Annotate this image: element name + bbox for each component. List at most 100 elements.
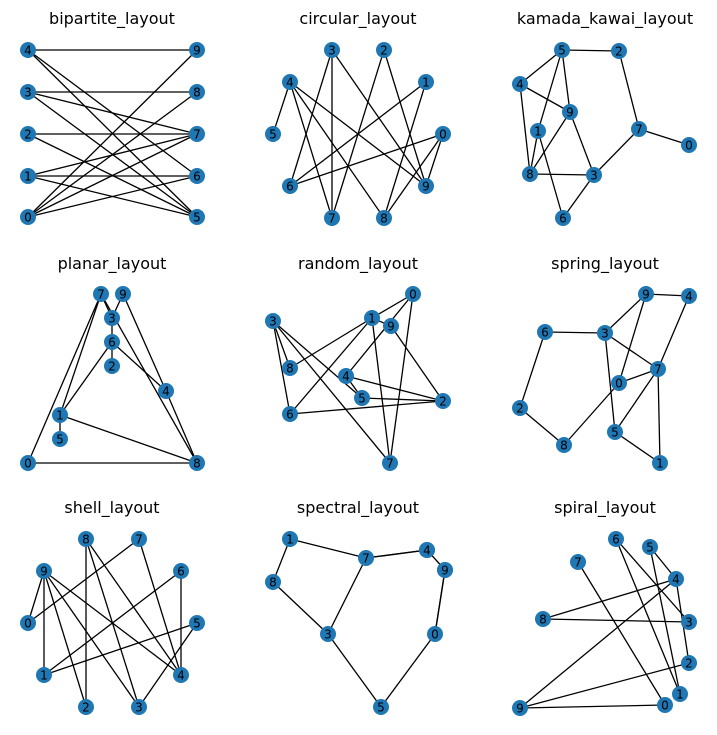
circular-layout-node-label-0: 0 [439,128,447,142]
spiral-layout-node-label-2: 2 [685,657,693,671]
shell-layout-node-label-9: 9 [40,565,48,579]
circular-layout-node-label-4: 4 [286,76,294,90]
kamada-kawai-layout-edge-3-6 [562,174,595,219]
planar-layout-edge-7-1 [59,293,102,416]
shell-layout-node-3 [131,699,147,715]
spring-layout-node-label-9: 9 [642,288,650,302]
planar-layout-node-8 [189,455,205,471]
kamada-kawai-layout-node-7 [631,121,647,137]
circular-layout-node-0 [435,126,451,142]
circular-layout-node-label-8: 8 [380,212,388,226]
planar-layout-node-label-3: 3 [108,312,116,326]
spectral-layout-edge-9-0 [434,569,446,635]
shell-layout-edge-7-4 [138,538,182,676]
planar-layout-node-3 [104,310,120,326]
spiral-layout-edge-7-0 [577,561,666,706]
spiral-layout-node-label-7: 7 [574,556,582,570]
random-layout-node-3 [265,313,281,329]
spectral-layout-node-5 [373,699,389,715]
spiral-layout-node-7 [570,554,586,570]
spring-layout-node-9 [638,286,654,302]
spectral-layout-node-label-7: 7 [362,552,370,566]
spring-layout-edge-7-1 [657,368,661,464]
random-layout-node-7 [382,455,398,471]
circular-layout-node-label-3: 3 [328,44,336,58]
bipartite-layout-node-9 [189,42,205,58]
spring-layout-node-label-3: 3 [601,327,609,341]
spring-layout-node-4 [681,288,697,304]
spectral-layout-node-label-5: 5 [377,701,385,715]
spring-layout-node-6 [537,324,553,340]
spiral-layout-node-1 [672,686,688,702]
random-layout-node-8 [282,360,298,376]
kamada-kawai-layout-node-label-9: 9 [566,106,574,120]
planar-layout-node-label-7: 7 [97,288,105,302]
random-layout-edge-4-2 [345,375,444,402]
shell-layout-node-label-5: 5 [193,617,201,631]
random-layout-edge-9-2 [390,325,444,402]
spring-layout-edge-8-0 [563,382,620,446]
kamada-kawai-layout-node-label-2: 2 [615,45,623,59]
kamada-kawai-layout-node-label-4: 4 [516,78,524,92]
circular-layout-node-label-9: 9 [422,180,430,194]
spring-layout-edge-6-3 [544,331,606,334]
random-layout-node-4 [338,368,354,384]
spring-layout-node-label-4: 4 [685,290,693,304]
circular-layout-edge-0-9 [425,133,444,187]
circular-layout-node-label-7: 7 [328,212,336,226]
planar-layout-node-label-8: 8 [193,457,201,471]
spectral-layout-node-label-9: 9 [441,564,449,578]
spring-layout-edge-4-7 [657,295,690,370]
planar-layout-node-0 [20,455,36,471]
random-layout-node-label-7: 7 [386,457,394,471]
bipartite-layout-node-2 [20,126,36,142]
panel-title-bipartite: bipartite_layout [49,9,175,29]
bipartite-layout-node-label-2: 2 [24,128,32,142]
kamada-kawai-layout-node-label-5: 5 [558,44,566,58]
random-layout-node-label-2: 2 [439,395,447,409]
panel-title-spectral: spectral_layout [297,498,419,518]
kamada-kawai-layout-node-1 [530,123,546,139]
spiral-layout-node-label-9: 9 [516,702,524,716]
spectral-layout-node-8 [265,574,281,590]
shell-layout-node-4 [173,667,189,683]
kamada-kawai-layout-edge-4-9 [519,83,571,113]
kamada-kawai-layout-node-6 [555,210,571,226]
spiral-layout-node-label-0: 0 [661,699,669,713]
spiral-layout-node-label-5: 5 [646,541,654,555]
planar-layout-node-label-5: 5 [56,433,64,447]
spring-layout-edge-5-1 [614,431,661,464]
planar-layout-edge-7-0 [27,293,102,464]
shell-layout-node-label-0: 0 [24,617,32,631]
circular-layout-node-label-5: 5 [269,128,277,142]
shell-layout-node-label-2: 2 [82,701,90,715]
bipartite-layout-node-4 [20,42,36,58]
kamada-kawai-layout-node-2 [611,43,627,59]
spectral-layout-node-4 [419,542,435,558]
shell-layout-edge-7-0 [27,538,140,624]
circular-layout-node-4 [282,74,298,90]
spiral-layout-edge-5-1 [649,546,681,695]
kamada-kawai-layout-edge-4-5 [519,49,563,85]
shell-layout-node-9 [36,563,52,579]
planar-layout-node-5 [52,431,68,447]
spring-layout-node-1 [652,455,668,471]
bipartite-layout-node-0 [20,209,36,225]
circular-layout-edge-4-5 [272,81,291,135]
circular-layout-node-label-1: 1 [422,76,430,90]
spectral-layout-edge-3-7 [327,557,367,635]
panel-title-shell: shell_layout [64,498,159,518]
spiral-layout-edge-4-8 [542,578,677,620]
random-layout-node-9 [383,318,399,334]
kamada-kawai-layout-edge-9-3 [569,111,595,176]
spectral-layout-node-0 [427,626,443,642]
planar-layout-edge-4-6 [111,341,167,392]
spring-layout-node-3 [597,325,613,341]
spectral-layout-node-9 [437,562,453,578]
planar-layout-node-label-1: 1 [56,409,64,423]
kamada-kawai-layout-edge-7-0 [638,128,690,146]
spiral-layout-node-label-6: 6 [612,533,620,547]
bipartite-layout-node-label-4: 4 [24,44,32,58]
circular-layout-node-2 [376,42,392,58]
